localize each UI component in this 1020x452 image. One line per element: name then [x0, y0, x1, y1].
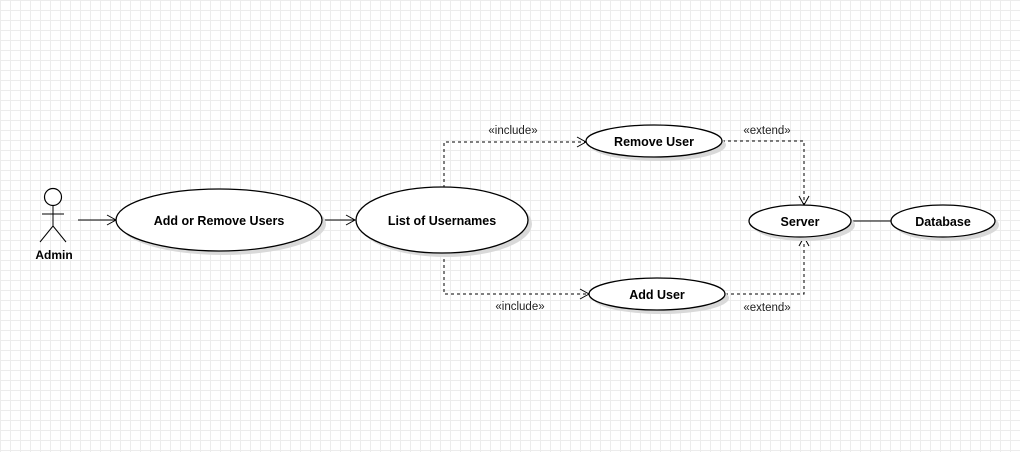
actor-left-leg	[39, 225, 54, 243]
use-case-add-or-remove-users[interactable]: Add or Remove Users	[115, 188, 326, 255]
include-add-user-link	[443, 253, 589, 295]
use-case-label: Database	[915, 215, 971, 229]
use-case-label: List of Usernames	[388, 214, 496, 228]
include-label-bottom: «include»	[495, 301, 544, 313]
arrowhead-list	[345, 214, 357, 226]
use-case-label: Remove User	[614, 135, 694, 149]
use-case-ellipse	[588, 277, 726, 311]
extend-label-bottom: «extend»	[743, 302, 790, 314]
actor-label: Admin	[35, 248, 72, 262]
use-case-label: Server	[781, 215, 820, 229]
admin-actor[interactable]: Admin	[35, 187, 73, 263]
use-case-ellipse	[355, 186, 529, 254]
actor-right-leg	[52, 225, 67, 243]
use-case-remove-user[interactable]: Remove User	[585, 124, 726, 161]
use-case-ellipse	[890, 204, 996, 238]
use-case-label: Add or Remove Users	[154, 214, 285, 228]
use-case-ellipse	[585, 124, 723, 158]
use-case-list-of-usernames[interactable]: List of Usernames	[355, 186, 532, 257]
extend-label-top: «extend»	[743, 125, 790, 137]
use-case-ellipse	[748, 204, 852, 238]
use-case-ellipse	[115, 188, 323, 252]
actor-head	[43, 187, 63, 207]
extend-remove-user-link	[722, 140, 805, 205]
extend-add-user-link	[725, 237, 805, 295]
use-case-add-user[interactable]: Add User	[588, 277, 729, 314]
use-case-server[interactable]: Server	[748, 204, 855, 241]
use-case-label: Add User	[629, 288, 685, 302]
include-remove-user-link	[443, 141, 586, 188]
use-case-database[interactable]: Database	[890, 204, 999, 241]
include-label-top: «include»	[488, 125, 537, 137]
